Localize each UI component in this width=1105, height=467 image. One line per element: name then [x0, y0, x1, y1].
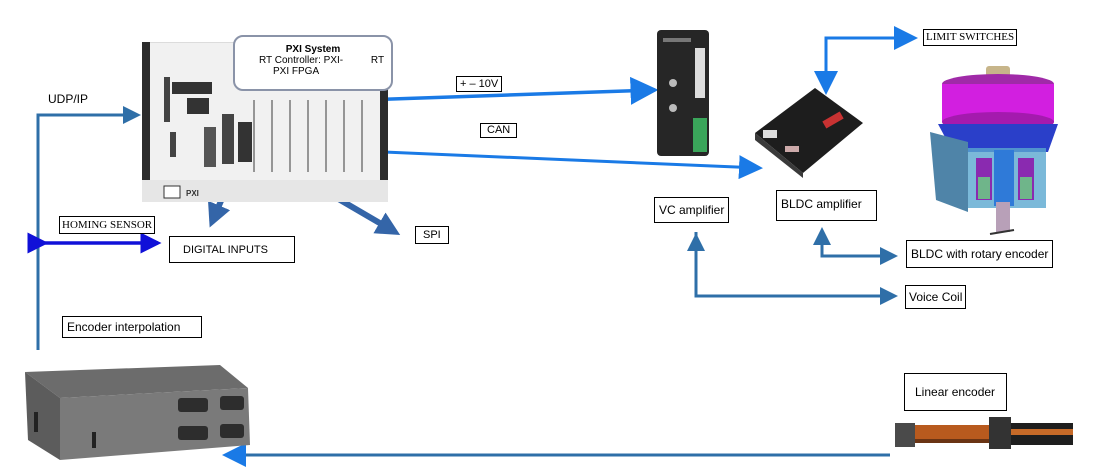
pxi-system-box: PXI System RT Controller: PXI- RT PXI FP…: [233, 35, 393, 91]
pxi-chassis-icon: PXI: [142, 42, 388, 202]
vc-amplifier-label: VC amplifier: [654, 197, 730, 223]
udp-ip-label: UDP/IP: [48, 92, 89, 106]
encoder-interpolation-device-icon: [25, 365, 250, 460]
linear-encoder-device-icon: [895, 417, 1073, 449]
bldc-rotary-encoder-label: BLDC with rotary encoder: [906, 240, 1054, 268]
pxi-chassis-label: PXI: [186, 189, 199, 198]
encoder-interpolation-label: Encoder interpolation: [62, 316, 202, 338]
pxi-rt-controller: RT Controller: PXI- RT: [259, 55, 385, 66]
digital-inputs-label: DIGITAL INPUTS: [169, 236, 295, 263]
actuator-assembly-icon: [930, 66, 1058, 235]
bldc-rotary-line: [820, 236, 898, 265]
linear-encoder-label: Linear encoder: [904, 373, 1007, 411]
voice-coil-label: Voice Coil: [905, 285, 967, 309]
udp-ip-line: [36, 106, 141, 350]
spi-label: SPI: [415, 226, 449, 244]
voice-coil-line: [694, 232, 898, 305]
vc-amplifier-device-icon: [657, 30, 709, 156]
pxi-heading: PXI System: [285, 44, 341, 55]
limit-switches-label: LIMIT SWITCHES: [923, 29, 1018, 46]
homing-sensor-label: HOMING SENSOR: [59, 216, 156, 234]
pm10v-label: + – 10V: [456, 76, 503, 92]
bldc-amplifier-device-icon: [755, 88, 863, 178]
can-label: CAN: [480, 123, 518, 138]
bldc-amplifier-label: BLDC amplifier: [776, 190, 877, 221]
limit-switches-arrow: [824, 26, 918, 85]
pxi-fpga: PXI FPGA: [273, 66, 320, 77]
